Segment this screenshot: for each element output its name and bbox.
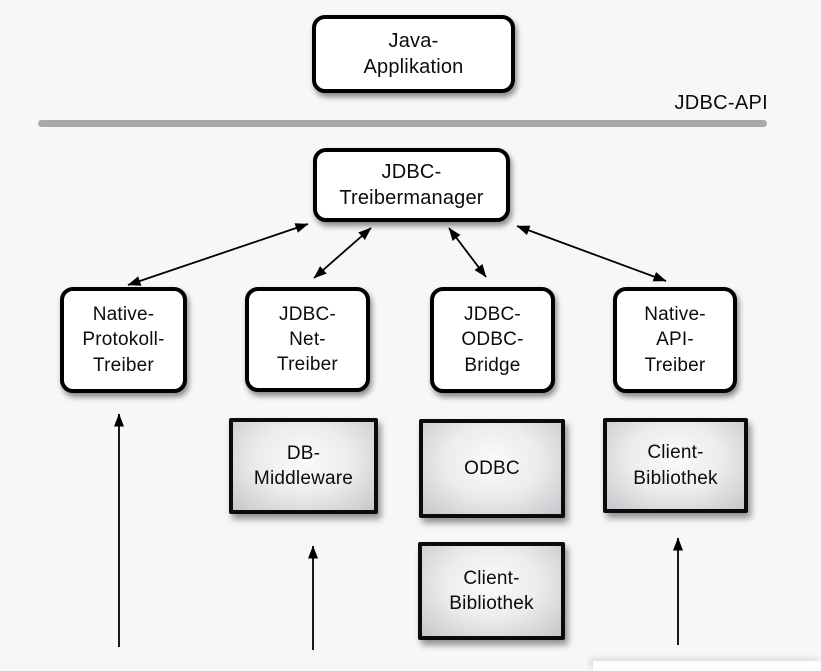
node-jdbc-net-treiber: JDBC- Net- Treiber: [245, 287, 370, 392]
node-jdbc-treibermanager: JDBC- Treibermanager: [313, 148, 510, 222]
arrow-manager-native-api: [516, 225, 667, 282]
jdbc-api-label: JDBC-API: [674, 92, 768, 114]
node-java-applikation: Java- Applikation: [312, 15, 515, 93]
arrow-manager-native-protokoll: [127, 223, 309, 286]
arrow-manager-jdbc-odbc: [448, 227, 487, 278]
node-client-bibliothek-right: Client- Bibliothek: [603, 418, 748, 513]
node-client-bibliothek-bottom: Client- Bibliothek: [418, 542, 565, 640]
node-odbc: ODBC: [419, 419, 565, 518]
arrow-manager-jdbc-net: [313, 227, 372, 279]
jdbc-api-divider-line: [38, 120, 767, 127]
node-jdbc-odbc-bridge: JDBC- ODBC- Bridge: [430, 287, 555, 393]
cutoff-box-bottom-right: [593, 661, 821, 671]
node-native-protokoll-treiber: Native- Protokoll- Treiber: [60, 287, 187, 393]
node-native-api-treiber: Native- API- Treiber: [613, 287, 737, 393]
node-db-middleware: DB- Middleware: [229, 418, 378, 514]
